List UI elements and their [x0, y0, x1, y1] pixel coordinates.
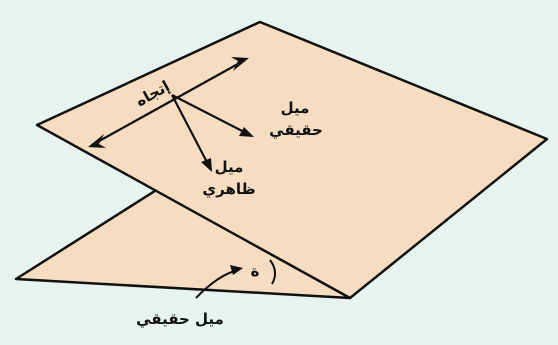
true-dip-lower-label: ميل حقيقي	[136, 310, 224, 328]
true-dip-upper-label-line1: ميل	[281, 99, 310, 117]
apparent-dip-label-line1: ميل	[215, 158, 244, 176]
apparent-dip-label-line2: ظاهري	[202, 180, 255, 199]
dip-angle-symbol: ة	[251, 262, 260, 280]
true-dip-upper-label-line2: حقيقي	[269, 121, 323, 139]
